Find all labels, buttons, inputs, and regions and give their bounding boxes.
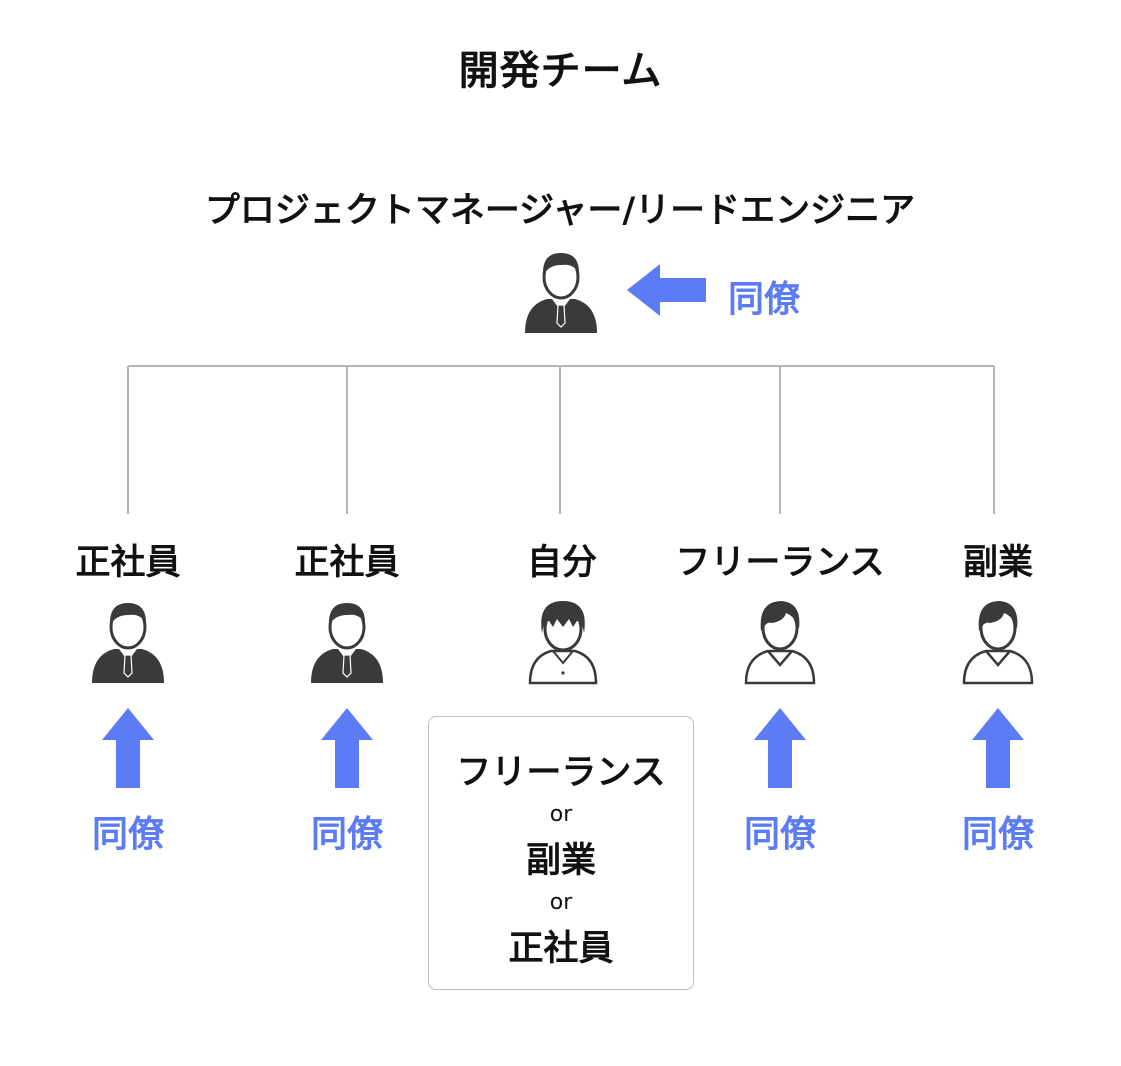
option-full-time: 正社員 — [508, 929, 614, 969]
arrow-up-icon — [321, 708, 373, 788]
member-colleague-label: 同僚 — [310, 814, 383, 855]
member-role-label: フリーランス — [675, 543, 885, 583]
arrow-up-icon — [102, 708, 154, 788]
diagram-title: 開発チーム — [458, 48, 663, 94]
businessman-tie-avatar-icon — [90, 601, 166, 685]
self-employment-options-box — [428, 716, 694, 990]
member-role-label: 副業 — [962, 543, 1033, 583]
connector-lines — [127, 365, 995, 514]
option-side-job: 副業 — [525, 841, 596, 881]
member-colleague-label: 同僚 — [91, 814, 164, 855]
member-colleague-label: 同僚 — [961, 814, 1034, 855]
option-separator: or — [549, 802, 573, 827]
manager-avatar-icon — [523, 251, 599, 335]
casual-shirt-avatar-icon — [528, 599, 598, 685]
arrow-up-icon — [754, 708, 806, 788]
arrow-up-icon — [972, 708, 1024, 788]
option-separator: or — [549, 890, 573, 915]
businessman-tie-avatar-icon — [309, 601, 385, 685]
member-role-label: 正社員 — [75, 543, 181, 583]
casual-vneck-avatar-icon — [962, 599, 1034, 685]
manager-colleague-label: 同僚 — [728, 279, 801, 320]
member-role-label-self: 自分 — [526, 543, 597, 583]
manager-role-label: プロジェクトマネージャー/リードエンジニア — [204, 191, 916, 231]
member-role-label: 正社員 — [294, 543, 400, 583]
option-freelance: フリーランス — [456, 753, 666, 793]
member-colleague-label: 同僚 — [743, 814, 816, 855]
casual-vneck-avatar-icon — [744, 599, 816, 685]
arrow-left-icon — [627, 264, 706, 316]
